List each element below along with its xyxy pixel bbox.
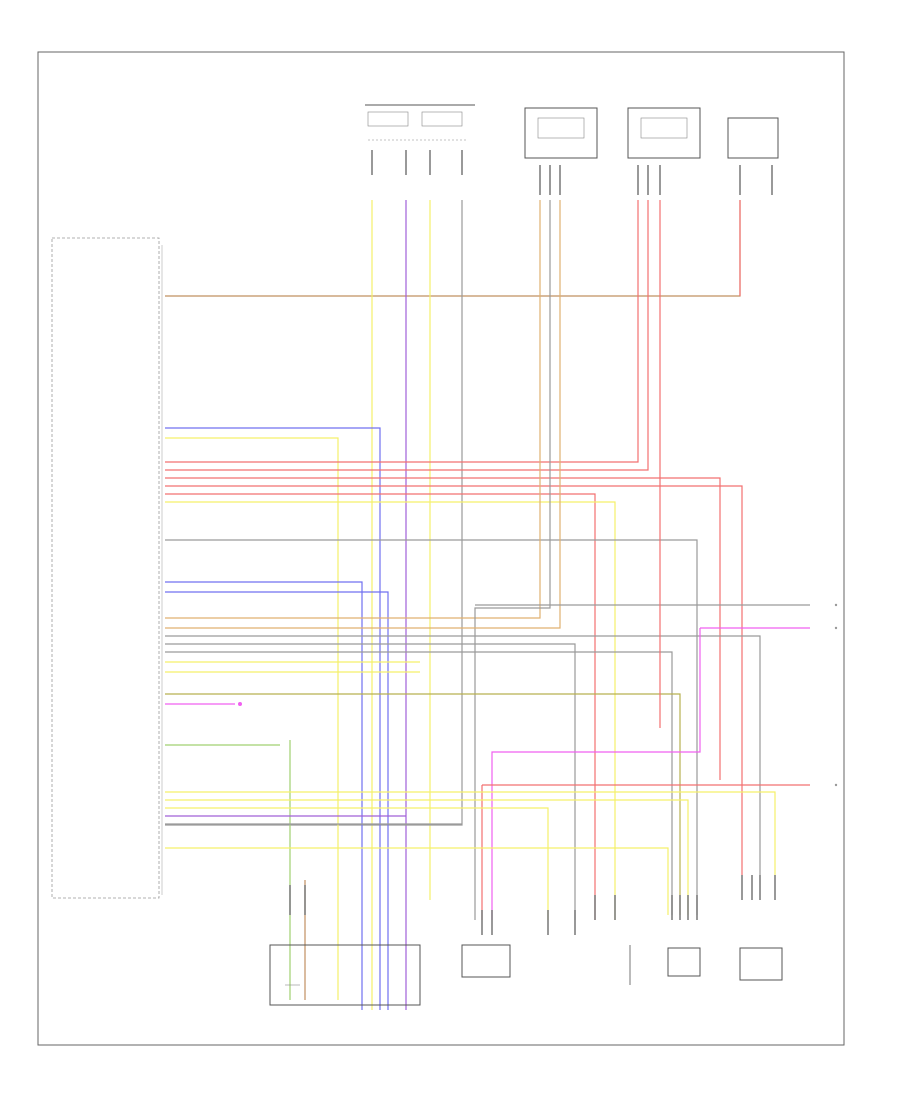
component-bottom-5 — [739, 947, 783, 981]
wire-gray-1 — [165, 200, 463, 826]
bottom-connector-stubs — [289, 875, 776, 935]
top-connector-stubs — [371, 150, 773, 195]
component-bottom-2 — [461, 944, 511, 978]
component-sensor-box-1 — [524, 107, 598, 159]
component-sensor-box-3 — [727, 117, 779, 159]
wires — [165, 200, 810, 1010]
ecm-connector-block — [51, 237, 160, 899]
diagram-frame — [37, 51, 845, 1046]
component-left-knock-sensors — [365, 104, 475, 141]
component-sensor-box-2 — [627, 107, 701, 159]
wire-brown-top — [165, 200, 741, 297]
component-bottom-4 — [667, 947, 701, 977]
right-edge-terminals — [834, 603, 838, 787]
wire-red-1 — [165, 200, 639, 463]
component-bottom-1 — [269, 944, 421, 1006]
splice-dot — [238, 702, 242, 706]
